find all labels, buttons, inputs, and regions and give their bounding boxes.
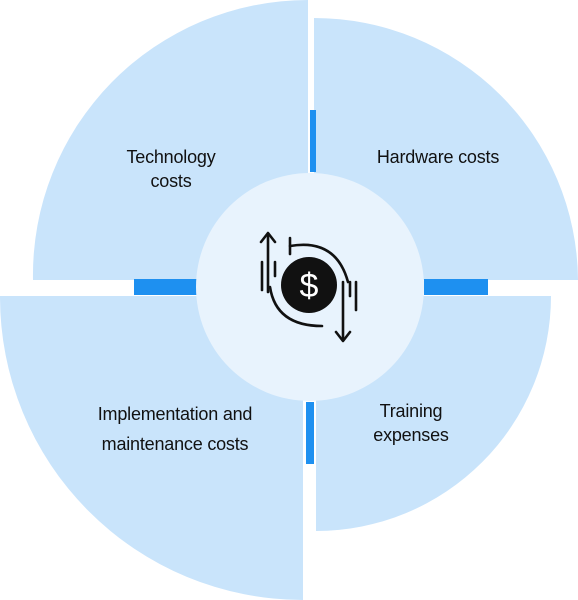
accent-bar-bottom — [306, 402, 314, 464]
money-cycle-icon: $ — [259, 231, 358, 343]
label-technology-costs: Technology costs — [86, 145, 256, 193]
accent-bar-left — [134, 279, 198, 295]
label-hardware-costs: Hardware costs — [338, 145, 538, 169]
accent-bar-right — [424, 279, 488, 295]
label-line: expenses — [373, 425, 449, 445]
label-line: Hardware costs — [376, 147, 500, 167]
label-implementation-costs: Implementation and maintenance costs — [60, 399, 290, 459]
label-line: costs — [150, 171, 192, 191]
label-line: Technology — [126, 147, 216, 167]
segment-implementation — [0, 296, 303, 600]
accent-bar-top — [310, 110, 316, 172]
label-training-expenses: Training expenses — [326, 399, 496, 447]
svg-text:$: $ — [300, 267, 319, 305]
label-line: maintenance costs — [101, 434, 249, 454]
label-line: Implementation and — [97, 404, 253, 424]
label-line: Training — [379, 401, 443, 421]
